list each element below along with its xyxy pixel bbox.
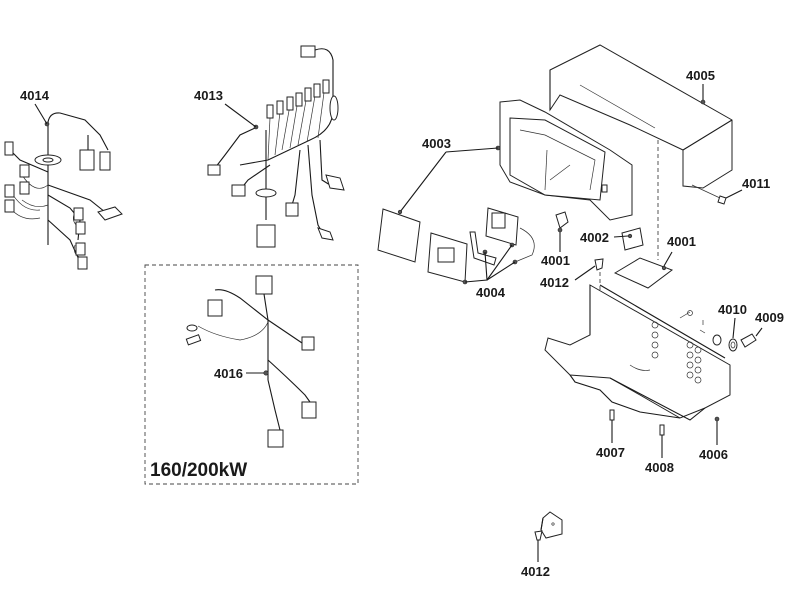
harness-4013: 4013: [194, 45, 345, 248]
callout-4016: 4016: [214, 366, 243, 381]
chassis-4006: 4006: [544, 284, 731, 462]
callout-4004: 4004: [476, 285, 506, 300]
callout-4014: 4014: [20, 88, 50, 103]
top-cover-4005: 4005 4011: [549, 44, 770, 260]
callout-4009: 4009: [755, 310, 784, 325]
callout-4010: 4010: [718, 302, 747, 317]
callout-4005: 4005: [686, 68, 715, 83]
display-4004: 4004: [427, 207, 535, 300]
callout-4007: 4007: [596, 445, 625, 460]
callout-4011: 4011: [742, 176, 770, 191]
fascia-4003: 4003: [377, 99, 633, 263]
module-4012: 4012: [521, 511, 563, 579]
fastener-4012: 4012: [540, 258, 604, 340]
harness-4014: 4014: [4, 88, 123, 270]
boards-4002-4001: 4002 4001: [580, 227, 696, 289]
callout-4002: 4002: [580, 230, 609, 245]
callout-4012: 4012: [540, 275, 569, 290]
callout-4001-switch: 4001: [541, 253, 570, 268]
callout-4012-bottom: 4012: [521, 564, 550, 579]
chassis-holes: [651, 321, 702, 384]
callout-4003: 4003: [422, 136, 451, 151]
callout-4008: 4008: [645, 460, 674, 475]
switch-4001: 4001: [541, 211, 570, 268]
grommet-4010-sensor-4009: 4010 4009: [718, 302, 784, 352]
callout-4013: 4013: [194, 88, 223, 103]
callout-4001-board: 4001: [667, 234, 696, 249]
studs-4007-4008: 4007 4008: [596, 409, 674, 475]
variant-box-160-200kw: 4016 160/200kW: [144, 264, 359, 485]
variant-label: 160/200kW: [150, 460, 247, 481]
callout-4006: 4006: [699, 447, 728, 462]
